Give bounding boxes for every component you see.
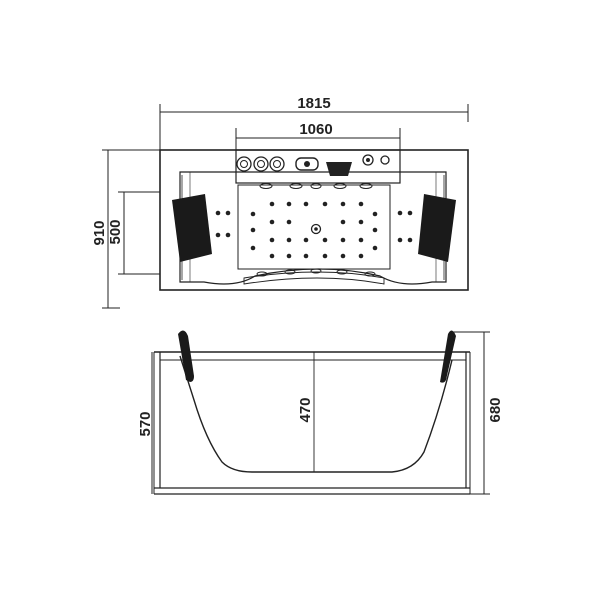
- side-view: [153, 330, 471, 495]
- headrest-left-top: [172, 194, 212, 262]
- dimension-inner-depth: 470: [297, 397, 314, 422]
- label-inner-depth: 470: [297, 397, 314, 422]
- control-knobs: [236, 156, 285, 172]
- front-lip: [243, 271, 385, 285]
- label-overall-length: 1815: [297, 95, 330, 112]
- drain: [310, 223, 322, 235]
- label-overall-width: 910: [91, 220, 108, 245]
- side-jets-right: [397, 210, 413, 243]
- headrest-left-side: [178, 330, 194, 382]
- upper-jets: [259, 183, 373, 189]
- lower-jets: [256, 268, 376, 277]
- waterfall-spout: [326, 162, 352, 176]
- deck-button-2: [380, 155, 390, 165]
- dimension-inner-length: 1060: [235, 121, 401, 150]
- label-inner-length: 1060: [299, 121, 332, 138]
- headrest-right-side: [440, 330, 456, 383]
- dimension-outer-height: 570: [137, 352, 154, 494]
- basin-profile: [179, 355, 453, 473]
- headrest-right-top: [418, 194, 456, 262]
- dimension-total-height: 680: [452, 331, 504, 495]
- side-jets-left: [215, 210, 231, 238]
- label-total-height: 680: [487, 397, 504, 422]
- dimension-overall-width: 910: [91, 149, 160, 309]
- label-outer-height: 570: [137, 411, 154, 436]
- air-jets-grid: [250, 201, 378, 259]
- control-display: [295, 157, 319, 171]
- top-view: [159, 149, 469, 291]
- control-deck: [235, 149, 401, 184]
- label-inner-width: 500: [107, 219, 124, 244]
- inner-basin: [179, 171, 447, 285]
- deck-button-1: [362, 154, 374, 166]
- dimension-overall-length: 1815: [159, 95, 469, 150]
- center-seat: [237, 184, 391, 270]
- dimension-inner-width: 500: [107, 191, 160, 275]
